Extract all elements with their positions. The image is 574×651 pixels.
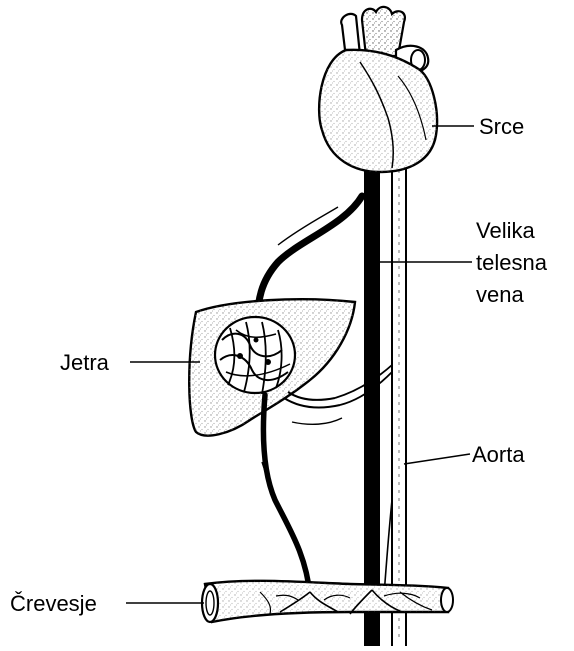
vena-cava-vessel [364,160,380,646]
label-heart: Srce [479,114,524,139]
leader-aorta [404,454,470,464]
label-vena-cava-line3: vena [476,282,524,307]
liver-organ [189,299,355,435]
portal-vein [262,395,310,595]
label-aorta: Aorta [472,442,525,467]
liver-capillary-network [215,317,295,394]
label-liver: Jetra [60,350,110,375]
label-vena-cava-line1: Velika [476,218,535,243]
intestine-organ [202,581,453,622]
label-vena-cava-line2: telesna [476,250,548,275]
label-intestine: Črevesje [10,591,97,616]
heart-organ [319,7,437,172]
